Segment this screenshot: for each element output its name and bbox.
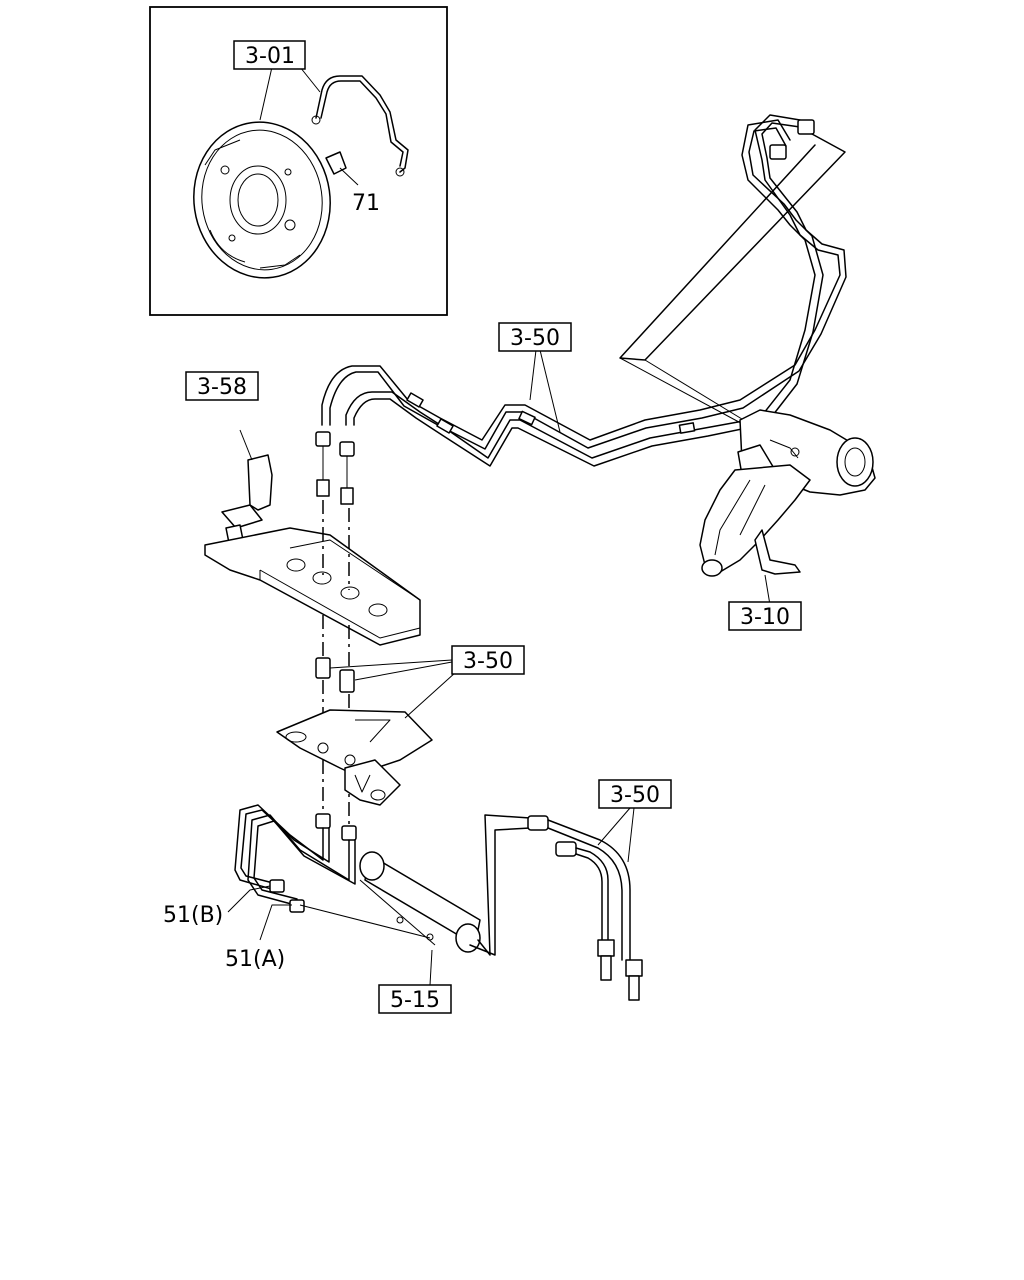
label-3-50-low: 3-50 [610,783,660,808]
lower-plate-bracket: 3-50 [276,645,525,806]
label-51A: 51(A) [225,947,285,972]
label-3-50-mid: 3-50 [463,649,513,674]
label-71: 71 [352,191,380,216]
label-box-3-50-mid [451,645,525,675]
label-3-10: 3-10 [740,605,790,630]
lower-brake-lines: 3-50 51(B) 51(A) 5-15 [163,779,672,1014]
label-3-01: 3-01 [245,44,295,69]
master-cylinder-assembly: 3-10 [699,409,876,631]
upper-brake-lines: 3-50 [321,114,847,467]
label-3-58: 3-58 [197,375,247,400]
label-51B: 51(B) [163,903,223,928]
label-box-3-50-low [598,779,672,809]
mounting-bracket-block: 3-58 [185,371,421,646]
label-box-3-10 [728,601,802,631]
label-box-3-58 [185,371,259,401]
label-box-3-01 [233,40,306,70]
label-box-5-15 [378,984,452,1014]
inset-backing-plate: 3-01 71 [149,6,448,316]
label-box-3-50-top [498,322,572,352]
label-5-15: 5-15 [390,988,440,1013]
label-3-50-top: 3-50 [510,326,560,351]
